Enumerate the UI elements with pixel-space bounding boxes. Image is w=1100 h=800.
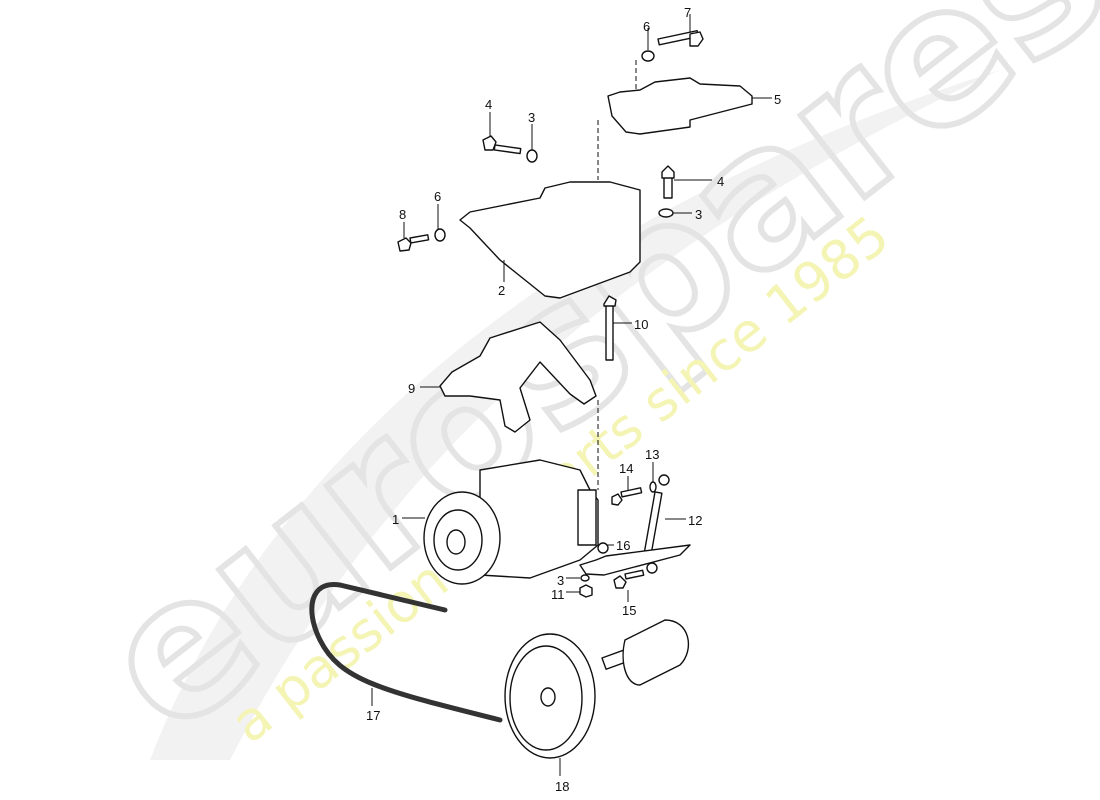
callout-15[interactable]: 15 [622, 603, 637, 618]
callout-3[interactable]: 3 [557, 573, 565, 588]
part-14-bolt[interactable] [611, 487, 643, 506]
part-3-washer-right[interactable] [658, 208, 674, 218]
part-3-washer-top[interactable] [526, 149, 538, 163]
part-10-long-bolt[interactable] [603, 295, 617, 361]
part-15-bolt[interactable] [613, 569, 645, 589]
watermark-swoosh [150, 70, 1000, 760]
part-4-bolt-right[interactable] [661, 165, 675, 199]
callout-5[interactable]: 5 [774, 92, 782, 107]
callout-2[interactable]: 2 [498, 283, 506, 298]
callout-16[interactable]: 16 [616, 538, 631, 553]
callout-6[interactable]: 6 [434, 189, 442, 204]
callout-1[interactable]: 1 [392, 512, 400, 527]
callout-11[interactable]: 11 [551, 587, 565, 602]
callout-7[interactable]: 7 [684, 5, 692, 20]
part-5-cover-plate[interactable] [607, 77, 753, 135]
part-3-washer-bottom[interactable] [580, 574, 590, 582]
callout-17[interactable]: 17 [366, 708, 381, 723]
part-1-compressor[interactable] [423, 459, 599, 585]
leader-lines [371, 14, 772, 776]
part-4-bolt-left[interactable] [482, 135, 522, 155]
part-17-v-belt[interactable] [309, 582, 503, 723]
callout-13[interactable]: 13 [645, 447, 660, 462]
callout-14[interactable]: 14 [619, 461, 634, 476]
callout-8[interactable]: 8 [399, 207, 407, 222]
callout-18[interactable]: 18 [555, 779, 570, 794]
part-6-washer[interactable] [641, 50, 655, 62]
part-18-pulley[interactable] [504, 633, 596, 759]
part-11-nut[interactable] [579, 584, 593, 598]
part-16-clip[interactable] [579, 542, 691, 576]
part-6-washer-left[interactable] [434, 228, 446, 242]
part-9-lower-bracket[interactable] [439, 321, 597, 433]
callout-12[interactable]: 12 [688, 513, 703, 528]
callout-4[interactable]: 4 [485, 97, 493, 112]
callout-9[interactable]: 9 [408, 381, 416, 396]
callout-3[interactable]: 3 [695, 207, 703, 222]
part-7-bolt[interactable] [657, 29, 704, 47]
part-13-washer[interactable] [649, 481, 657, 493]
callout-3[interactable]: 3 [528, 110, 536, 125]
callout-6[interactable]: 6 [643, 19, 651, 34]
callout-10[interactable]: 10 [634, 317, 649, 332]
callout-4[interactable]: 4 [717, 174, 725, 189]
crankshaft-end [601, 619, 690, 686]
part-2-upper-bracket[interactable] [459, 181, 641, 299]
part-8-bolt[interactable] [397, 234, 430, 252]
